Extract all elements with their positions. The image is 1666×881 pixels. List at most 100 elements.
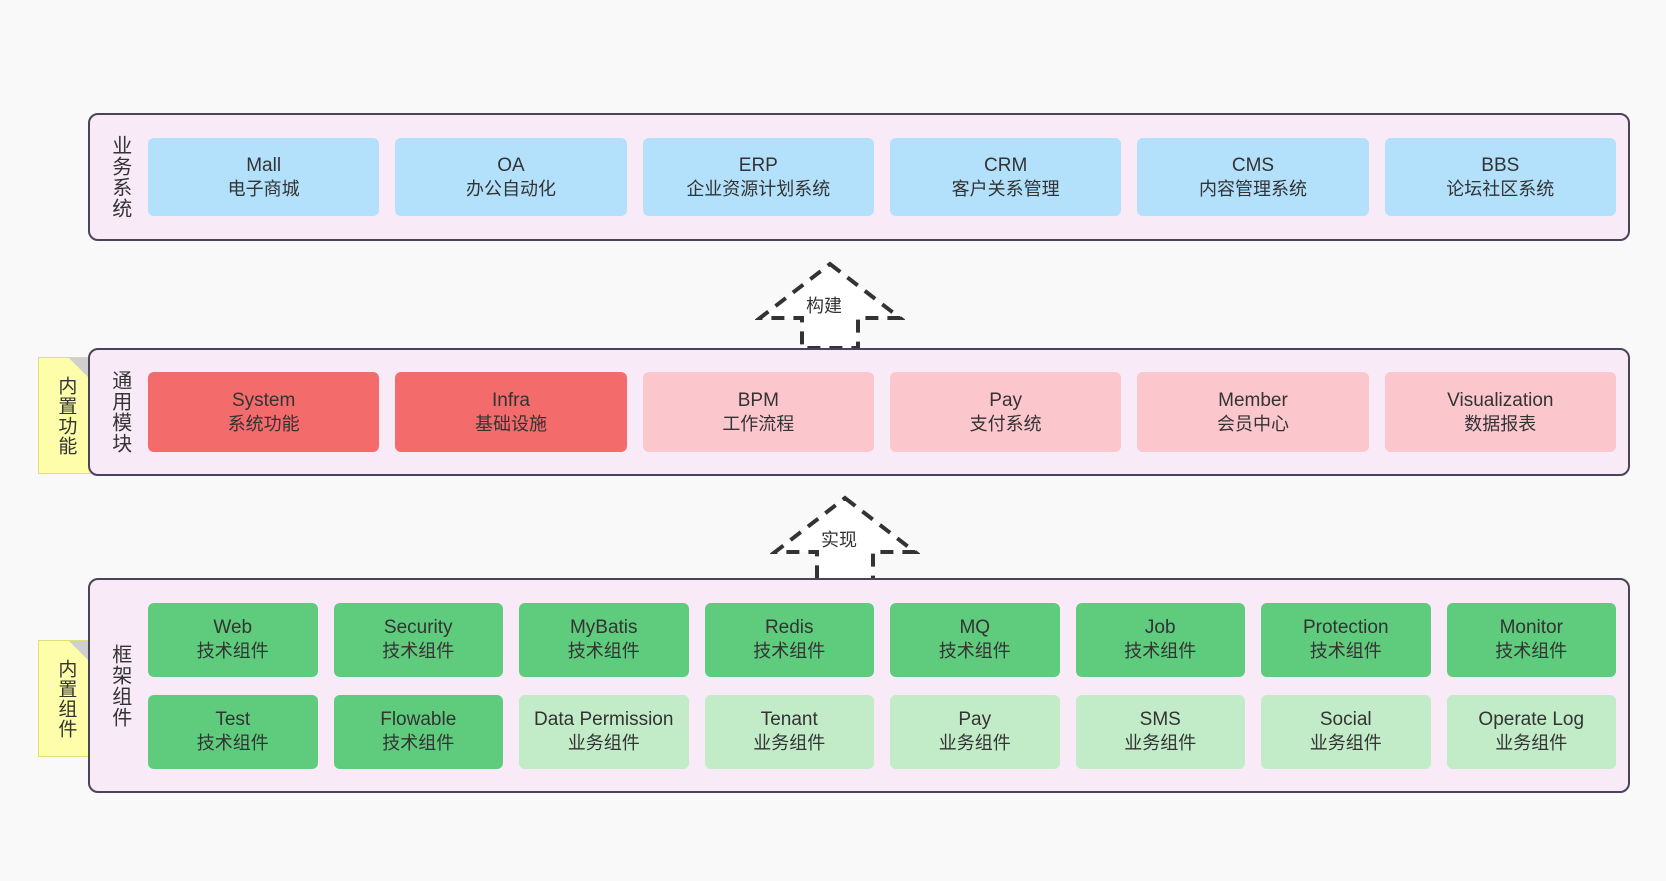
card-sms[interactable]: SMS 业务组件 bbox=[1075, 694, 1245, 769]
layer-body-common-module: System 系统功能 Infra 基础设施 BPM 工作流程 Pay 支付系统… bbox=[136, 360, 1616, 464]
layer-common-module: 通用模块 System 系统功能 Infra 基础设施 BPM 工作流程 Pay… bbox=[88, 348, 1630, 476]
layer-body-framework-component: Web 技术组件 Security 技术组件 MyBatis 技术组件 Redi… bbox=[136, 590, 1616, 781]
card-subtitle: 技术组件 bbox=[196, 733, 269, 754]
card-visualization[interactable]: Visualization 数据报表 bbox=[1384, 372, 1616, 452]
card-subtitle: 客户关系管理 bbox=[951, 178, 1060, 199]
note-fold-icon bbox=[69, 641, 91, 663]
card-subtitle: 业务组件 bbox=[1495, 733, 1568, 754]
card-subtitle: 技术组件 bbox=[196, 641, 269, 662]
card-data-permission[interactable]: Data Permission 业务组件 bbox=[519, 694, 689, 769]
card-subtitle: 技术组件 bbox=[1124, 641, 1197, 662]
card-title: Member bbox=[1218, 389, 1288, 411]
card-title: Social bbox=[1319, 709, 1372, 731]
card-title: ERP bbox=[738, 154, 778, 176]
card-oa[interactable]: OA 办公自动化 bbox=[395, 138, 627, 216]
connector-build-label: 构建 bbox=[806, 296, 842, 316]
card-erp[interactable]: ERP 企业资源计划系统 bbox=[642, 138, 874, 216]
card-infra[interactable]: Infra 基础设施 bbox=[395, 372, 627, 452]
card-redis[interactable]: Redis 技术组件 bbox=[704, 602, 874, 677]
card-subtitle: 业务组件 bbox=[938, 733, 1011, 754]
card-mall[interactable]: Mall 电子商城 bbox=[148, 138, 380, 216]
card-web[interactable]: Web 技术组件 bbox=[148, 602, 318, 677]
card-title: MQ bbox=[959, 617, 991, 639]
card-row: Mall 电子商城 OA 办公自动化 ERP 企业资源计划系统 CRM 客户关系… bbox=[148, 138, 1616, 216]
card-title: BPM bbox=[737, 389, 779, 411]
card-subtitle: 论坛社区系统 bbox=[1446, 178, 1555, 199]
card-mybatis[interactable]: MyBatis 技术组件 bbox=[519, 602, 689, 677]
card-title: Security bbox=[383, 617, 453, 639]
card-monitor[interactable]: Monitor 技术组件 bbox=[1446, 602, 1616, 677]
card-pay-component[interactable]: Pay 业务组件 bbox=[890, 694, 1060, 769]
card-title: Job bbox=[1144, 617, 1176, 639]
layer-title-business-system: 业务系统 bbox=[108, 135, 131, 219]
card-row: Web 技术组件 Security 技术组件 MyBatis 技术组件 Redi… bbox=[148, 602, 1616, 677]
card-subtitle: 基础设施 bbox=[474, 413, 547, 434]
layer-framework-component: 框架组件 Web 技术组件 Security 技术组件 MyBatis 技术组件… bbox=[88, 578, 1630, 793]
card-subtitle: 系统功能 bbox=[227, 413, 300, 434]
card-subtitle: 内容管理系统 bbox=[1198, 178, 1307, 199]
card-title: Monitor bbox=[1499, 617, 1563, 639]
card-subtitle: 业务组件 bbox=[1124, 733, 1197, 754]
card-title: Flowable bbox=[380, 709, 457, 731]
card-crm[interactable]: CRM 客户关系管理 bbox=[889, 138, 1122, 216]
card-security[interactable]: Security 技术组件 bbox=[333, 602, 503, 677]
card-subtitle: 技术组件 bbox=[567, 641, 640, 662]
card-subtitle: 技术组件 bbox=[753, 641, 826, 662]
card-title: Pay bbox=[989, 389, 1023, 411]
card-subtitle: 技术组件 bbox=[938, 641, 1011, 662]
sticky-note-text: 内置功能 bbox=[55, 375, 77, 456]
card-title: Tenant bbox=[760, 709, 818, 731]
card-title: Protection bbox=[1302, 617, 1389, 639]
card-subtitle: 技术组件 bbox=[382, 733, 455, 754]
card-mq[interactable]: MQ 技术组件 bbox=[890, 602, 1060, 677]
card-bpm[interactable]: BPM 工作流程 bbox=[642, 372, 874, 452]
card-title: Visualization bbox=[1447, 389, 1554, 411]
card-member[interactable]: Member 会员中心 bbox=[1137, 372, 1369, 452]
card-social[interactable]: Social 业务组件 bbox=[1261, 694, 1431, 769]
card-title: Infra bbox=[491, 389, 530, 411]
card-subtitle: 技术组件 bbox=[1495, 641, 1568, 662]
card-row: System 系统功能 Infra 基础设施 BPM 工作流程 Pay 支付系统… bbox=[148, 372, 1616, 452]
card-pay[interactable]: Pay 支付系统 bbox=[889, 372, 1122, 452]
card-title: OA bbox=[497, 154, 525, 176]
card-title: System bbox=[231, 389, 296, 411]
card-title: SMS bbox=[1139, 709, 1181, 731]
card-subtitle: 业务组件 bbox=[753, 733, 826, 754]
card-operate-log[interactable]: Operate Log 业务组件 bbox=[1446, 694, 1616, 769]
card-title: BBS bbox=[1481, 154, 1520, 176]
card-title: Redis bbox=[764, 617, 814, 639]
sticky-note-builtin-component: 内置组件 bbox=[38, 640, 92, 757]
sticky-note-text: 内置组件 bbox=[55, 658, 77, 739]
card-title: Mall bbox=[246, 154, 282, 176]
card-row: Test 技术组件 Flowable 技术组件 Data Permission … bbox=[148, 694, 1616, 769]
card-subtitle: 办公自动化 bbox=[465, 178, 556, 199]
card-title: Operate Log bbox=[1478, 709, 1585, 731]
card-subtitle: 工作流程 bbox=[722, 413, 795, 434]
card-protection[interactable]: Protection 技术组件 bbox=[1261, 602, 1431, 677]
card-title: Pay bbox=[958, 709, 992, 731]
layer-business-system: 业务系统 Mall 电子商城 OA 办公自动化 ERP 企业资源计划系统 CRM… bbox=[88, 113, 1630, 241]
card-title: MyBatis bbox=[569, 617, 638, 639]
card-test[interactable]: Test 技术组件 bbox=[148, 694, 318, 769]
card-title: CRM bbox=[984, 154, 1028, 176]
card-subtitle: 技术组件 bbox=[1309, 641, 1382, 662]
sticky-note-builtin-function: 内置功能 bbox=[38, 357, 92, 474]
card-cms[interactable]: CMS 内容管理系统 bbox=[1137, 138, 1369, 216]
card-title: Test bbox=[215, 709, 251, 731]
layer-body-business-system: Mall 电子商城 OA 办公自动化 ERP 企业资源计划系统 CRM 客户关系… bbox=[136, 125, 1616, 229]
card-subtitle: 企业资源计划系统 bbox=[686, 178, 831, 199]
card-title: Data Permission bbox=[534, 709, 674, 731]
card-tenant[interactable]: Tenant 业务组件 bbox=[704, 694, 874, 769]
card-subtitle: 技术组件 bbox=[382, 641, 455, 662]
card-subtitle: 数据报表 bbox=[1464, 413, 1537, 434]
card-subtitle: 业务组件 bbox=[1309, 733, 1382, 754]
card-subtitle: 电子商城 bbox=[227, 178, 300, 199]
card-system[interactable]: System 系统功能 bbox=[148, 372, 380, 452]
card-subtitle: 会员中心 bbox=[1216, 413, 1289, 434]
card-subtitle: 业务组件 bbox=[567, 733, 640, 754]
card-flowable[interactable]: Flowable 技术组件 bbox=[333, 694, 503, 769]
card-job[interactable]: Job 技术组件 bbox=[1075, 602, 1245, 677]
card-title: Web bbox=[213, 617, 253, 639]
card-bbs[interactable]: BBS 论坛社区系统 bbox=[1384, 138, 1616, 216]
